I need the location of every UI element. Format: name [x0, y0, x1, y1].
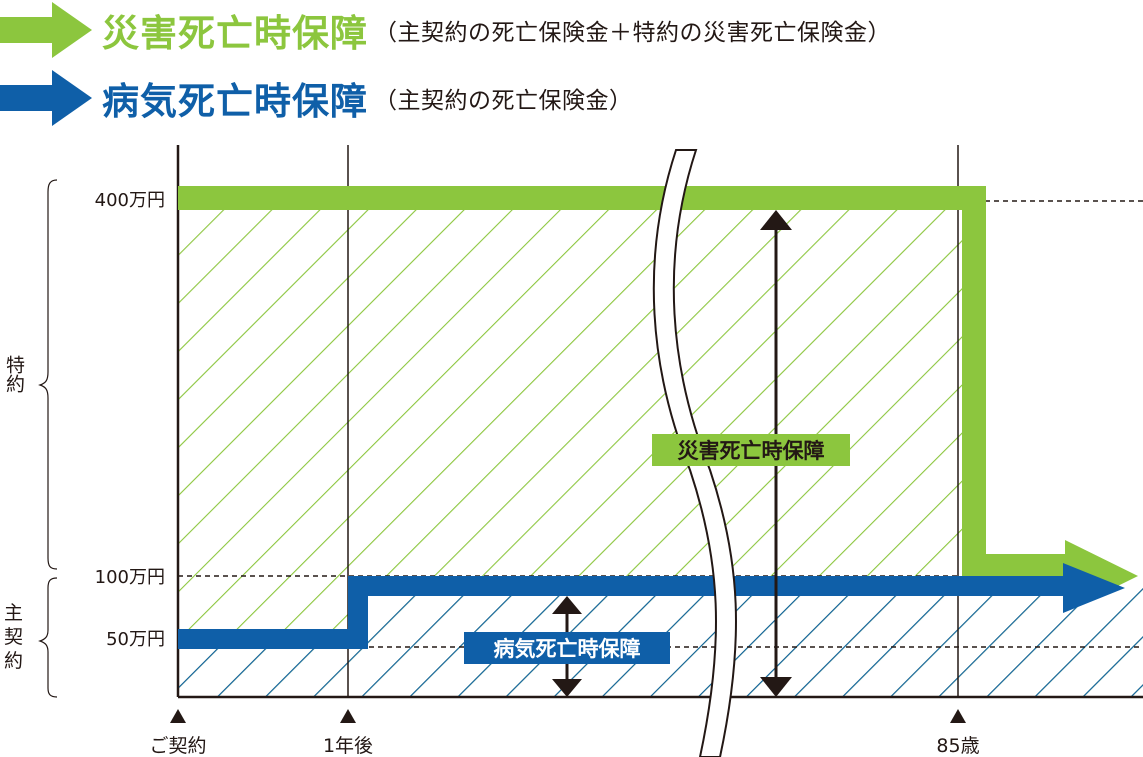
disaster-coverage-line — [178, 186, 1075, 578]
disaster-double-arrow-top — [760, 210, 792, 230]
main-brace — [38, 577, 58, 698]
green-arrow-icon — [0, 2, 92, 58]
x-tick-contract: ご契約 — [149, 735, 206, 757]
illness-arrow-head — [1063, 563, 1125, 613]
legend-disaster-note: （主契約の死亡保険金＋特約の災害死亡保険金） — [374, 20, 891, 46]
x-marker-85 — [950, 709, 966, 723]
main-group-char-3: 約 — [4, 650, 23, 672]
x-tick-85: 85歳 — [936, 735, 979, 757]
x-marker-one-year — [340, 709, 356, 723]
main-group-char-1: 主 — [4, 602, 23, 624]
blue-arrow-icon — [0, 70, 92, 126]
x-tick-one-year: 1年後 — [323, 735, 373, 757]
legend-illness-title: 病気死亡時保障 — [102, 80, 368, 123]
legend-disaster-title: 災害死亡時保障 — [102, 12, 368, 55]
main-group-char-2: 契 — [4, 626, 23, 648]
legend-disaster: 災害死亡時保障 （主契約の死亡保険金＋特約の災害死亡保険金） — [0, 2, 891, 58]
legend-illness: 病気死亡時保障 （主契約の死亡保険金） — [0, 70, 633, 126]
illness-double-arrow-bottom — [552, 679, 582, 697]
x-marker-contract — [170, 709, 186, 723]
legend-illness-note: （主契約の死亡保険金） — [374, 88, 633, 114]
disaster-double-arrow-bottom — [760, 677, 792, 697]
rider-brace — [38, 179, 58, 570]
y-tick-400: 400万円 — [95, 190, 165, 211]
rider-group-label: 特約 — [3, 355, 25, 393]
illness-double-arrow-top — [552, 596, 582, 614]
illness-label-text: 病気死亡時保障 — [494, 637, 641, 661]
disaster-label-box — [652, 434, 850, 466]
y-tick-50: 50万円 — [106, 629, 165, 650]
illness-label-box — [464, 632, 670, 664]
disaster-label-text: 災害死亡時保障 — [678, 439, 825, 463]
y-tick-100: 100万円 — [95, 567, 165, 588]
